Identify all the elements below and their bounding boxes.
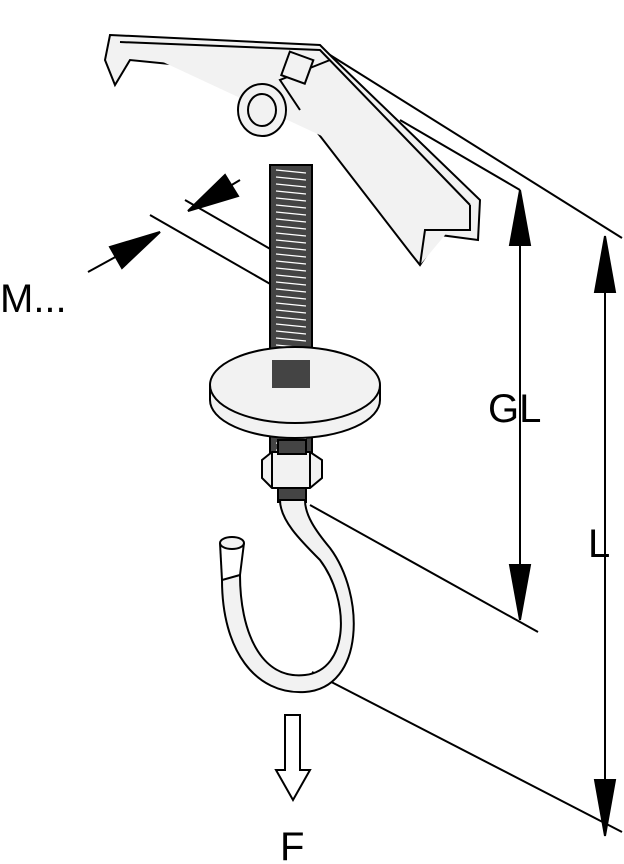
thread-mark bbox=[275, 246, 307, 251]
thread-mark bbox=[275, 169, 307, 174]
thread-mark bbox=[275, 218, 307, 223]
thread-mark bbox=[275, 253, 307, 258]
thread-mark bbox=[275, 211, 307, 216]
thread-mark bbox=[275, 204, 307, 209]
thread-mark bbox=[275, 288, 307, 293]
thread-size-label: M... bbox=[0, 277, 67, 321]
thread-mark bbox=[275, 225, 307, 230]
thread-mark bbox=[275, 190, 307, 195]
thread-mark bbox=[275, 260, 307, 265]
thread-mark bbox=[275, 239, 307, 244]
l-dimension-line bbox=[593, 235, 617, 837]
thread-mark bbox=[275, 232, 307, 237]
thread-mark bbox=[275, 337, 307, 342]
thread-mark bbox=[275, 267, 307, 272]
thread-mark bbox=[275, 176, 307, 181]
m-dimension-line bbox=[87, 173, 273, 286]
thread-mark bbox=[275, 183, 307, 188]
thread-mark bbox=[275, 302, 307, 307]
length-label: L bbox=[588, 522, 610, 566]
thread-mark bbox=[275, 295, 307, 300]
washer bbox=[209, 346, 381, 439]
gl-dimension-line bbox=[508, 189, 532, 621]
thread-mark bbox=[275, 309, 307, 314]
thread-mark bbox=[275, 274, 307, 279]
thread-mark bbox=[275, 330, 307, 335]
force-label: F bbox=[280, 825, 304, 864]
thread-mark bbox=[275, 323, 307, 328]
force-arrow-icon bbox=[274, 714, 312, 803]
extension-lines bbox=[309, 54, 623, 833]
toggle-wing bbox=[103, 33, 482, 267]
thread-mark bbox=[275, 197, 307, 202]
grip-length-label: GL bbox=[488, 387, 541, 431]
thread-mark bbox=[275, 281, 307, 286]
hook bbox=[219, 499, 355, 694]
thread-mark bbox=[275, 316, 307, 321]
nut bbox=[261, 439, 323, 503]
